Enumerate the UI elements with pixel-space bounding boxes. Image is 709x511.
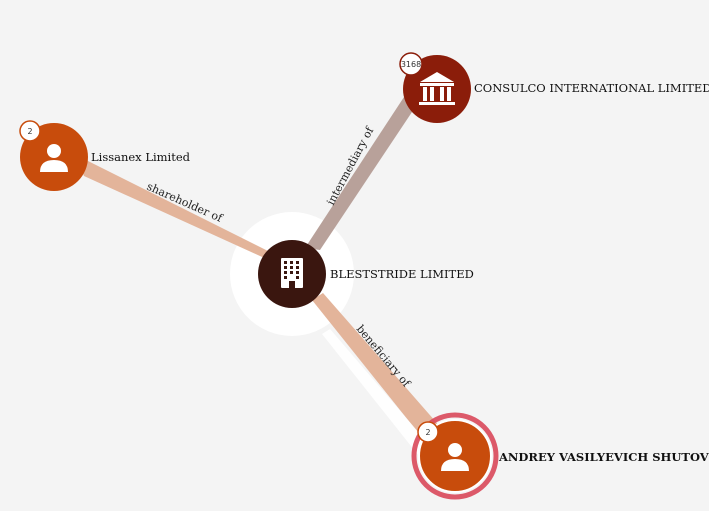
selection-ring [411,412,499,500]
badge-count: 2 [27,127,32,136]
edge-beneficiary-of[interactable] [312,293,450,450]
edge-intermediary-of[interactable] [305,97,418,250]
node-shutov[interactable]: 2 ANDREY VASILYEVICH SHUTOV [411,412,709,500]
node-count-badge[interactable]: 2 [417,421,439,443]
node-label-shutov: ANDREY VASILYEVICH SHUTOV [498,450,709,464]
institution-icon [419,72,455,105]
node-consulco[interactable]: 3168 CONSULCO INTERNATIONAL LIMITED [399,52,709,123]
node-label-lissanex: Lissanex Limited [91,150,191,164]
building-icon [281,258,303,288]
badge-count: 2 [425,428,430,437]
badge-count: 3168 [401,60,421,69]
edge-beneficiary-shadow [322,329,444,470]
node-count-badge[interactable]: 3168 [399,52,423,76]
person-icon [441,443,469,471]
person-icon [40,144,68,172]
node-bleststride[interactable]: BLESTSTRIDE LIMITED [258,240,474,308]
node-label-bleststride: BLESTSTRIDE LIMITED [330,267,474,281]
node-count-badge[interactable]: 2 [19,120,41,142]
node-lissanex[interactable]: 2 Lissanex Limited [19,120,191,191]
edges [74,97,450,470]
node-label-consulco: CONSULCO INTERNATIONAL LIMITED [474,81,709,95]
edge-shareholder-of[interactable] [74,154,282,266]
